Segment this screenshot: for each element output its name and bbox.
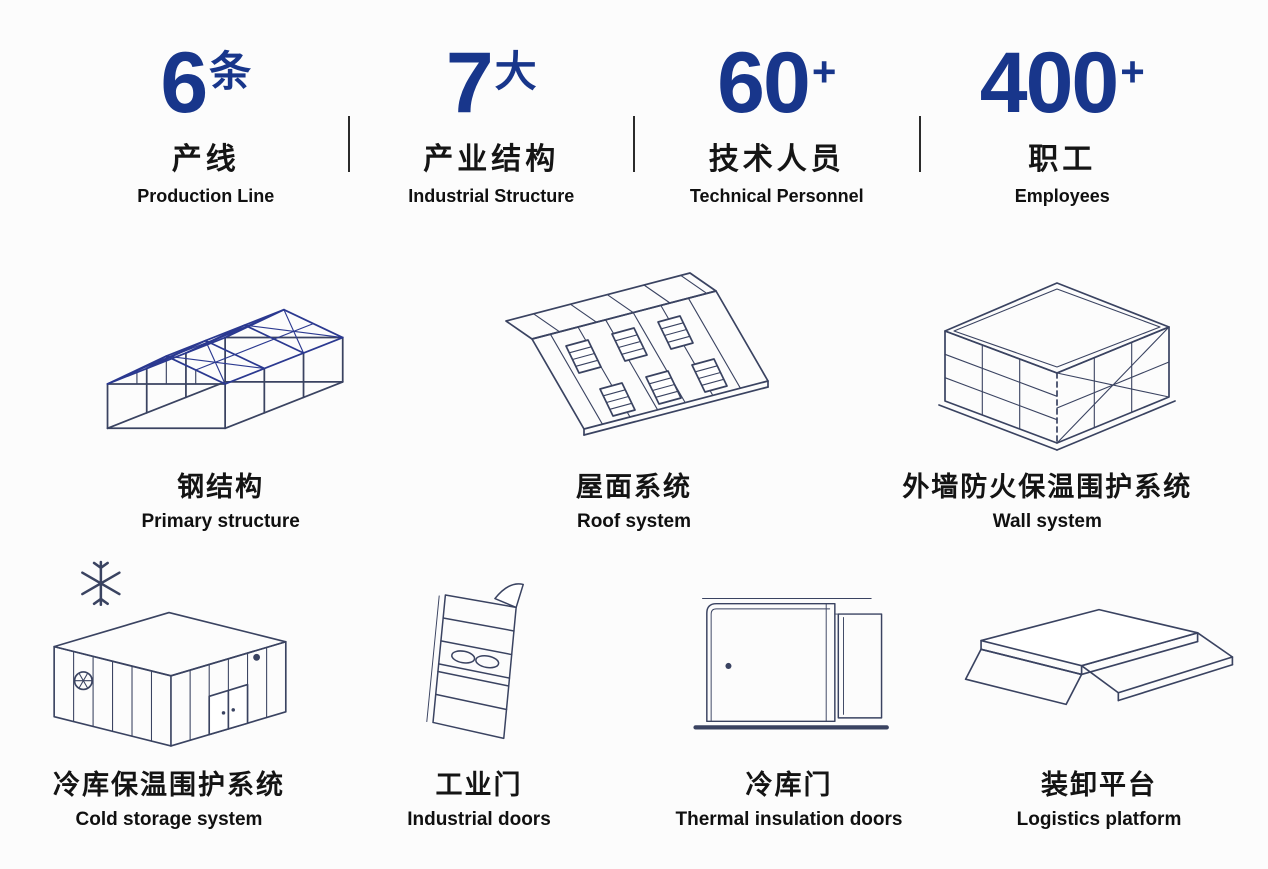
stat-label-en: Employees xyxy=(1014,186,1110,206)
stat-number-value: 60 xyxy=(717,35,811,131)
stat-production-line: 6条 产线 Production Line xyxy=(64,40,348,207)
stat-industrial-structure: 7大 产业结构 Industrial Structure xyxy=(350,40,634,207)
roof-system-icon xyxy=(484,251,784,451)
product-roof-system: 屋面系统 Roof system xyxy=(427,251,840,533)
stat-label-zh: 产业结构 xyxy=(423,143,560,176)
stat-number-suffix: + xyxy=(1120,48,1145,95)
product-cold-storage: 冷库保温围护系统 Cold storage system xyxy=(14,549,324,831)
product-label-en: Primary structure xyxy=(141,511,300,532)
stat-label-en: Industrial Structure xyxy=(408,186,575,206)
stat-number-suffix: 大 xyxy=(494,48,537,95)
product-logistics-platform: 装卸平台 Logistics platform xyxy=(944,549,1254,831)
product-label-zh: 工业门 xyxy=(435,770,523,800)
stat-number: 6条 xyxy=(64,40,348,126)
product-label-zh: 冷库门 xyxy=(745,770,833,800)
product-steel-structure: 钢结构 Primary structure xyxy=(14,251,427,533)
stat-divider xyxy=(918,116,921,172)
stat-number: 60+ xyxy=(635,40,919,126)
stat-number-value: 6 xyxy=(160,35,208,131)
cold-storage-icon xyxy=(23,549,315,749)
stats-row: 6条 产线 Production Line 7大 产业结构 Industrial… xyxy=(0,0,1268,207)
wall-system-icon xyxy=(897,251,1197,451)
stat-number: 7大 xyxy=(350,40,634,126)
steel-frame-roof xyxy=(106,308,344,385)
stat-label-en: Technical Personnel xyxy=(689,186,864,206)
product-wall-system: 外墙防火保温围护系统 Wall system xyxy=(841,251,1254,533)
product-label-en: Wall system xyxy=(992,511,1102,532)
logistics-platform-icon xyxy=(954,549,1244,749)
industrial-door-icon xyxy=(364,549,594,749)
product-thermal-insulation-door: 冷库门 Thermal insulation doors xyxy=(634,549,944,831)
product-label-zh: 装卸平台 xyxy=(1041,770,1157,800)
product-label-en: Thermal insulation doors xyxy=(675,809,903,830)
stat-label-zh: 技术人员 xyxy=(708,143,845,176)
snowflake-icon xyxy=(81,560,121,607)
stat-divider xyxy=(633,116,635,172)
stat-number-value: 400 xyxy=(979,35,1119,131)
products-row-2: 冷库保温围护系统 Cold storage system 工业门 xyxy=(0,549,1268,831)
product-label-zh: 钢结构 xyxy=(177,472,265,502)
stat-label-en: Production Line xyxy=(137,186,275,206)
steel-structure-icon xyxy=(66,251,376,451)
stat-number-value: 7 xyxy=(445,35,494,131)
stat-divider xyxy=(347,116,350,172)
product-industrial-door: 工业门 Industrial doors xyxy=(324,549,634,831)
stat-number: 400+ xyxy=(921,40,1205,126)
stat-technical-personnel: 60+ 技术人员 Technical Personnel xyxy=(635,40,919,207)
product-label-zh: 外墙防火保温围护系统 xyxy=(902,472,1193,502)
product-label-en: Logistics platform xyxy=(1016,809,1182,830)
product-label-en: Industrial doors xyxy=(407,809,551,830)
stat-label-zh: 职工 xyxy=(1028,143,1097,176)
thermal-insulation-door-icon xyxy=(659,549,919,749)
product-label-zh: 屋面系统 xyxy=(575,472,692,502)
product-label-zh: 冷库保温围护系统 xyxy=(53,770,285,800)
steel-frame-dark xyxy=(106,336,344,430)
product-label-en: Roof system xyxy=(576,511,691,532)
product-label-en: Cold storage system xyxy=(75,809,263,830)
stat-number-suffix: + xyxy=(811,48,837,95)
stat-number-suffix: 条 xyxy=(209,48,252,95)
stat-label-zh: 产线 xyxy=(171,143,240,176)
stat-employees: 400+ 职工 Employees xyxy=(921,40,1205,207)
products-row-1: 钢结构 Primary structure xyxy=(0,251,1268,533)
